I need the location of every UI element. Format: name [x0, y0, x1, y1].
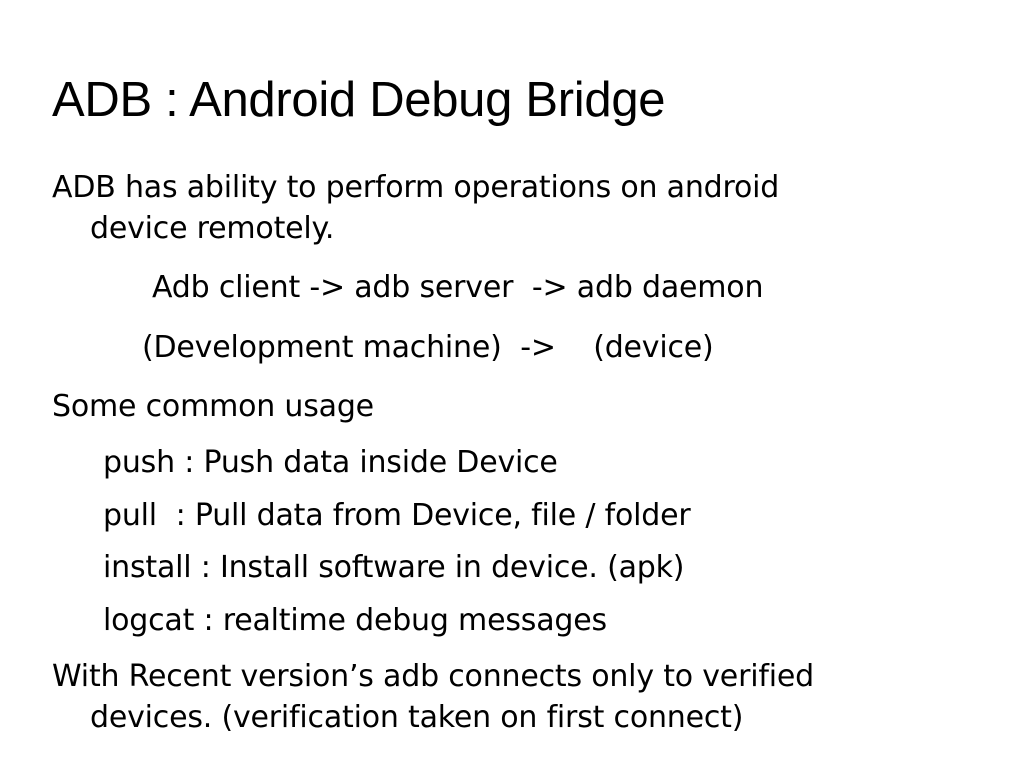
intro-text-line-1: ADB has ability to perform operations on…	[52, 170, 780, 205]
usage-item-push: push : Push data inside Device	[103, 445, 558, 480]
usage-item-logcat: logcat : realtime debug messages	[103, 603, 607, 638]
usage-item-pull: pull : Pull data from Device, file / fol…	[103, 498, 691, 533]
flow-locations: (Development machine) -> (device)	[142, 330, 714, 365]
note-text-line-1: With Recent version’s adb connects only …	[52, 659, 814, 694]
usage-item-install: install : Install software in device. (a…	[103, 550, 685, 585]
intro-text-line-2: device remotely.	[90, 211, 335, 246]
usage-heading: Some common usage	[52, 389, 374, 424]
note-text-line-2: devices. (verification taken on first co…	[90, 700, 744, 735]
slide-title: ADB : Android Debug Bridge	[52, 73, 666, 127]
flow-components: Adb client -> adb server -> adb daemon	[152, 270, 764, 305]
